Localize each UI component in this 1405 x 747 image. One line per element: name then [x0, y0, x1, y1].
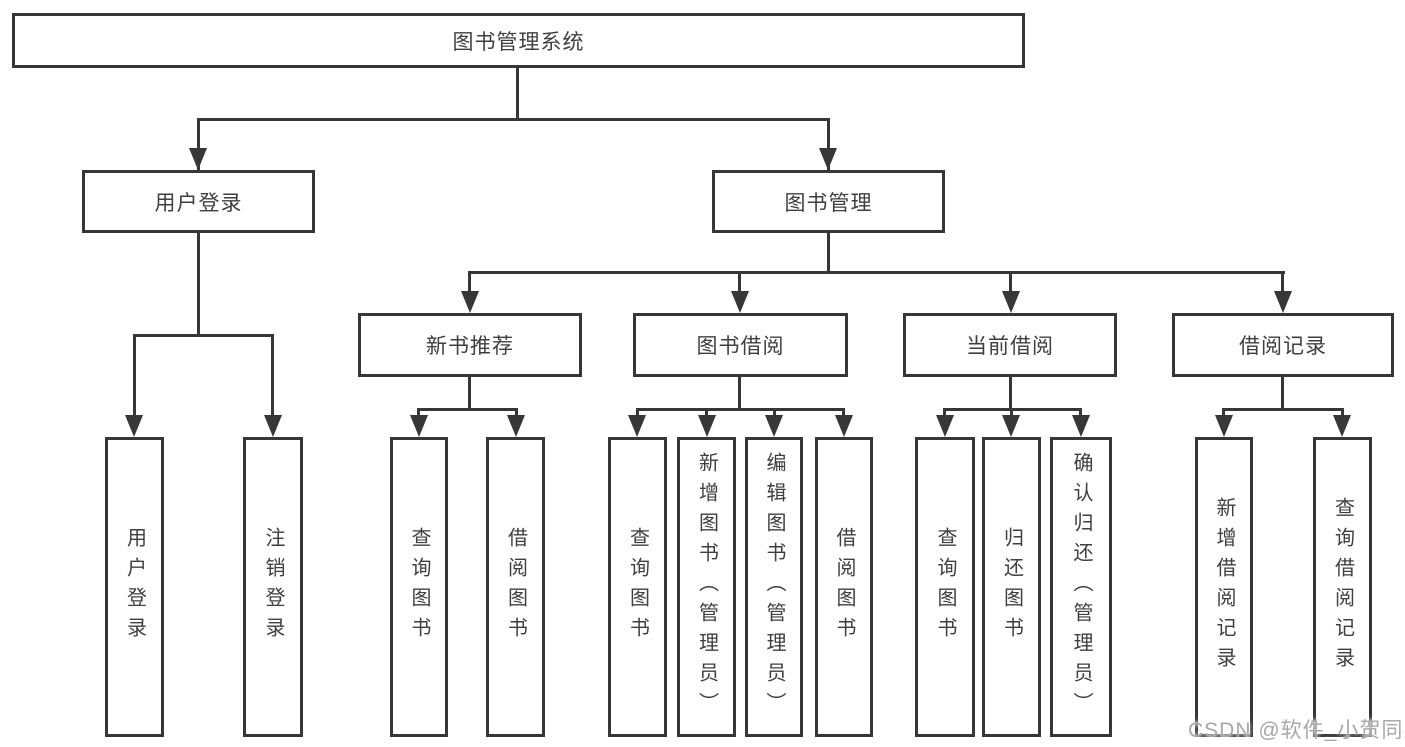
- arrowhead-leaf-logout: [264, 415, 282, 437]
- connector-stem-leaf-user-login: [133, 334, 136, 415]
- connector-borrow-records-hline: [1222, 408, 1343, 411]
- arrowhead-add-books: [698, 415, 716, 437]
- leaf-logout-label: 注销登录: [262, 527, 284, 647]
- connector-stem-confirm-return: [1079, 408, 1082, 418]
- leaf-logout: 注销登录: [243, 437, 303, 737]
- connector-book-management-stem: [827, 233, 830, 272]
- arrowhead-book-management: [819, 148, 837, 170]
- arrowhead-borrow-recommend: [507, 415, 525, 437]
- connector-stem-leaf-logout: [271, 334, 274, 415]
- watermark: CSDN @软件_小贺同学: [1188, 719, 1405, 742]
- node-current-borrow: 当前借阅: [903, 313, 1117, 377]
- connector-stem-borrow-recommend: [515, 408, 518, 418]
- connector-stem-query-borrow: [636, 408, 639, 418]
- leaf-query-books-borrow-label: 查询图书: [626, 527, 649, 647]
- connector-stem-book-borrow: [738, 271, 741, 293]
- leaf-query-books-borrow: 查询图书: [608, 437, 667, 737]
- connector-stem-return-books: [1010, 408, 1013, 418]
- leaf-edit-books-admin: 编辑图书（管理员）: [745, 437, 803, 737]
- leaf-query-books-recommend: 查询图书: [390, 437, 448, 737]
- node-book-borrow: 图书借阅: [633, 313, 848, 377]
- arrowhead-query-recommend: [410, 415, 428, 437]
- connector-stem-borrow-records: [1281, 271, 1284, 293]
- leaf-add-borrow-record: 新增借阅记录: [1195, 437, 1253, 737]
- connector-level3-hline: [468, 271, 1285, 274]
- connector-book-borrow-stem: [738, 377, 741, 409]
- arrowhead-edit-books: [765, 415, 783, 437]
- node-borrow-records-label: 借阅记录: [1239, 335, 1327, 358]
- leaf-confirm-return-admin: 确认归还（管理员）: [1050, 437, 1112, 737]
- leaf-user-login: 用户登录: [105, 437, 164, 737]
- arrowhead-query-current: [936, 415, 954, 437]
- connector-book-borrow-hline: [636, 408, 845, 411]
- leaf-query-books-current-label: 查询图书: [934, 527, 956, 647]
- leaf-borrow-books-label: 借阅图书: [833, 527, 855, 647]
- leaf-borrow-books: 借阅图书: [815, 437, 873, 737]
- arrowhead-new-book: [461, 291, 479, 313]
- arrowhead-user-login: [189, 148, 207, 170]
- leaf-query-books-current: 查询图书: [915, 437, 975, 737]
- arrowhead-confirm-return: [1072, 415, 1090, 437]
- connector-stem-borrow-books: [842, 408, 845, 418]
- connector-stem-query-record: [1341, 408, 1344, 418]
- connector-user-login-stem: [197, 233, 200, 335]
- leaf-borrow-books-recommend-label: 借阅图书: [504, 527, 527, 647]
- connector-current-borrow-stem: [1009, 377, 1012, 409]
- node-book-management-label: 图书管理: [784, 191, 873, 215]
- arrowhead-leaf-user-login: [125, 415, 143, 437]
- leaf-borrow-books-recommend: 借阅图书: [486, 437, 545, 737]
- connector-user-login-hline: [133, 334, 274, 337]
- node-new-book-recommend: 新书推荐: [358, 313, 582, 377]
- leaf-user-login-label: 用户登录: [123, 527, 146, 647]
- connector-stem-edit-books: [773, 408, 776, 418]
- arrowhead-book-borrow: [731, 291, 749, 313]
- arrowhead-add-record: [1215, 415, 1233, 437]
- leaf-add-books-admin: 新增图书（管理员）: [677, 437, 736, 737]
- leaf-add-borrow-record-label: 新增借阅记录: [1213, 497, 1235, 677]
- leaf-edit-books-admin-label: 编辑图书（管理员）: [763, 452, 785, 722]
- connector-stem-new-book: [468, 271, 471, 293]
- connector-stem-add-record: [1222, 408, 1225, 418]
- arrowhead-return-books: [1002, 415, 1020, 437]
- arrowhead-query-record: [1333, 415, 1351, 437]
- connector-stem-add-books: [705, 408, 708, 418]
- connector-new-book-hline: [417, 408, 518, 411]
- node-user-login: 用户登录: [82, 170, 315, 233]
- arrowhead-current-borrow: [1002, 291, 1020, 313]
- leaf-add-books-admin-label: 新增图书（管理员）: [695, 452, 718, 722]
- arrowhead-query-borrow: [628, 415, 646, 437]
- connector-borrow-records-stem: [1281, 377, 1284, 409]
- node-borrow-records: 借阅记录: [1172, 313, 1394, 377]
- connector-stem-current-borrow: [1009, 271, 1012, 293]
- connector-root-stem: [516, 68, 519, 119]
- connector-new-book-stem: [468, 377, 471, 409]
- connector-stem-book-management: [827, 118, 830, 170]
- node-root-system-label: 图书管理系统: [452, 30, 585, 54]
- leaf-query-borrow-record: 查询借阅记录: [1313, 437, 1372, 737]
- node-book-borrow-label: 图书借阅: [696, 335, 785, 358]
- node-current-borrow-label: 当前借阅: [966, 335, 1054, 358]
- node-root-system: 图书管理系统: [12, 13, 1025, 68]
- leaf-return-books-label: 归还图书: [1000, 527, 1023, 647]
- node-new-book-recommend-label: 新书推荐: [426, 335, 514, 358]
- leaf-confirm-return-admin-label: 确认归还（管理员）: [1070, 452, 1092, 722]
- node-user-login-label: 用户登录: [154, 191, 243, 215]
- connector-stem-query-recommend: [417, 408, 420, 418]
- arrowhead-borrow-records: [1274, 291, 1292, 313]
- leaf-query-borrow-record-label: 查询借阅记录: [1331, 497, 1354, 677]
- connector-stem-user-login: [197, 118, 200, 170]
- arrowhead-borrow-books: [835, 415, 853, 437]
- connector-level2-hline: [197, 118, 830, 121]
- leaf-return-books: 归还图书: [982, 437, 1041, 737]
- connector-stem-query-current: [943, 408, 946, 418]
- leaf-query-books-recommend-label: 查询图书: [408, 527, 430, 647]
- node-book-management: 图书管理: [712, 170, 945, 233]
